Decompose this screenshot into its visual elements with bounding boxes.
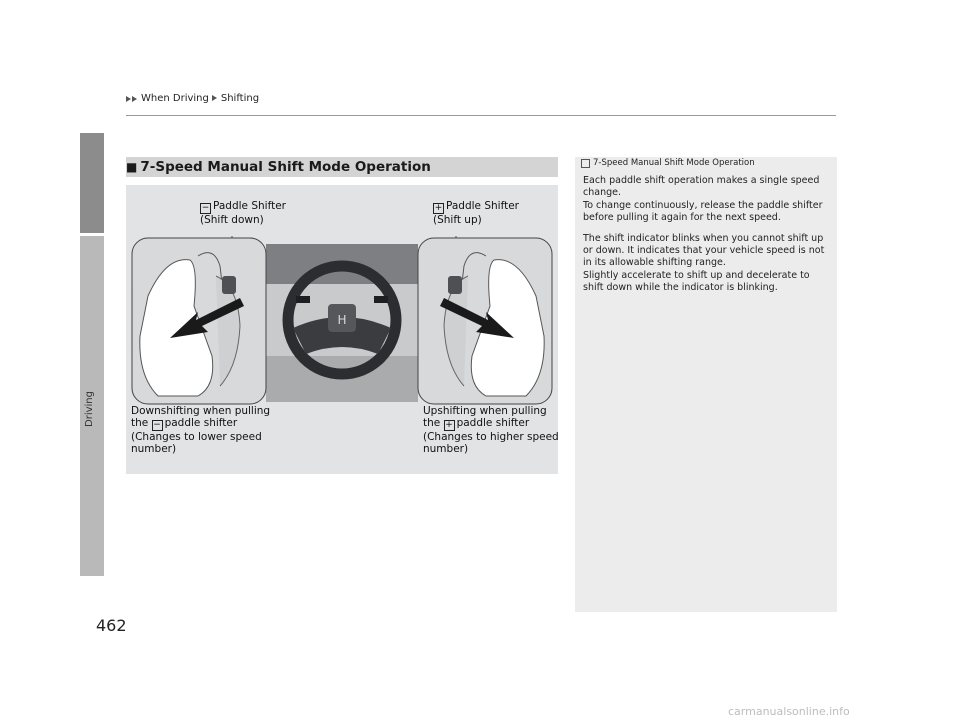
note-icon xyxy=(581,158,590,168)
note-panel xyxy=(575,157,837,612)
caption-text: Upshifting when pulling xyxy=(423,405,547,417)
section-title: 7-Speed Manual Shift Mode Operation xyxy=(140,159,431,175)
upshift-arrow-icon xyxy=(440,298,514,338)
caption-text: number) xyxy=(131,443,177,455)
caption-text: the xyxy=(131,417,149,429)
upshift-caption: Upshifting when pulling the +paddle shif… xyxy=(423,405,559,455)
caption-text: (Changes to higher speed xyxy=(423,431,559,443)
breadcrumb: When Driving Shifting xyxy=(126,93,259,104)
section-marker-icon: ■ xyxy=(126,160,138,174)
caption-text: (Changes to lower speed xyxy=(131,431,262,443)
note-paragraph: To change continuously, release the padd… xyxy=(583,199,823,224)
caption-text: paddle shifter xyxy=(456,417,530,429)
left-paddle-closeup xyxy=(131,237,267,405)
plus-key-icon: + xyxy=(433,203,444,214)
downshift-arrow-icon xyxy=(170,298,244,338)
plus-paddle-callout: +Paddle Shifter (Shift up) xyxy=(433,200,519,226)
dashboard-image: H xyxy=(266,244,418,402)
note-body: Each paddle shift operation makes a sing… xyxy=(583,175,833,303)
callout-text: Paddle Shifter xyxy=(213,200,286,212)
chapter-tab-bar xyxy=(80,236,104,576)
section-heading: ■ 7-Speed Manual Shift Mode Operation xyxy=(126,157,558,177)
note-paragraph: Slightly accelerate to shift up and dece… xyxy=(583,269,810,294)
minus-key-icon: − xyxy=(151,420,163,431)
breadcrumb-arrow-icon xyxy=(211,93,218,104)
steering-wheel xyxy=(282,260,402,380)
caption-text: number) xyxy=(423,443,469,455)
callout-text: (Shift up) xyxy=(433,214,482,226)
caption-text: the xyxy=(423,417,441,429)
breadcrumb-arrow-icon xyxy=(126,95,138,102)
caption-text: Downshifting when pulling xyxy=(131,405,271,417)
note-paragraph: The shift indicator blinks when you cann… xyxy=(583,232,825,269)
caption-text: paddle shifter xyxy=(164,417,238,429)
header-divider xyxy=(126,115,836,116)
paddle-shifter-illustration: H xyxy=(131,236,553,405)
breadcrumb-level2[interactable]: Shifting xyxy=(220,93,260,104)
page-number: 462 xyxy=(96,616,127,635)
plus-key-icon: + xyxy=(443,420,455,431)
note-title: 7-Speed Manual Shift Mode Operation xyxy=(581,158,755,168)
note-title-text: 7-Speed Manual Shift Mode Operation xyxy=(593,158,755,168)
chapter-label: Driving xyxy=(84,391,95,427)
minus-paddle-callout: −Paddle Shifter (Shift down) xyxy=(200,200,286,226)
plus-paddle xyxy=(448,276,462,294)
breadcrumb-level1[interactable]: When Driving xyxy=(141,93,209,104)
chapter-tab xyxy=(80,133,104,233)
right-paddle-closeup xyxy=(417,237,553,405)
minus-key-icon: − xyxy=(200,203,211,214)
svg-text:H: H xyxy=(337,313,346,327)
callout-text: Paddle Shifter xyxy=(446,200,519,212)
minus-paddle xyxy=(222,276,236,294)
downshift-caption: Downshifting when pulling the −paddle sh… xyxy=(131,405,270,455)
watermark: carmanualsonline.info xyxy=(728,705,850,718)
note-paragraph: Each paddle shift operation makes a sing… xyxy=(583,175,820,199)
callout-text: (Shift down) xyxy=(200,214,264,226)
